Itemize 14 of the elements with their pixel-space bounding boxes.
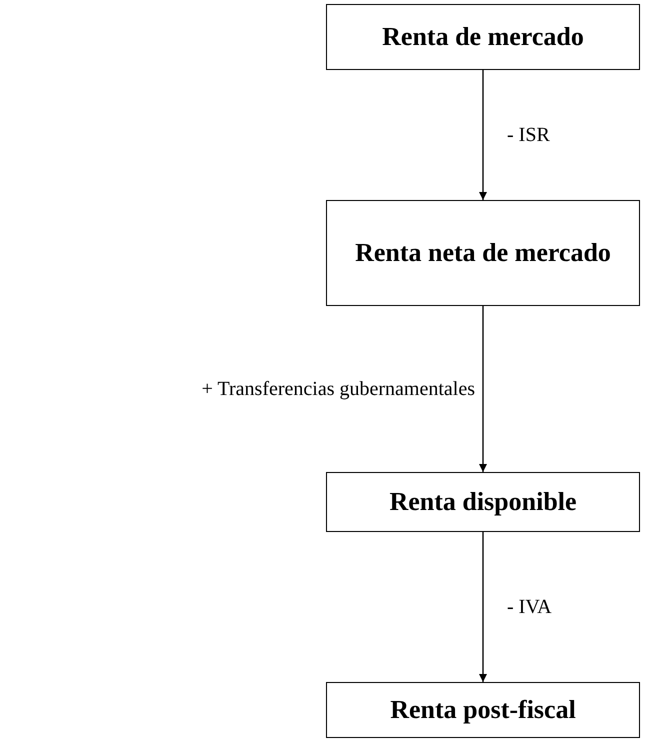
process-box (326, 200, 640, 306)
arrow (479, 532, 487, 682)
arrow (479, 70, 487, 200)
arrow (479, 306, 487, 472)
box-title: Renta de mercado (382, 21, 584, 53)
process-box (326, 472, 640, 532)
edge-label: - ISR (507, 123, 551, 148)
box-title: Renta neta de mercado (355, 237, 611, 269)
edge-label: + Transferencias gubernamentales (200, 377, 475, 402)
box-title: Renta post-fiscal (390, 694, 576, 726)
box-title: Renta disponible (389, 486, 577, 518)
edge-label: - IVA (507, 595, 553, 620)
process-box (326, 682, 640, 738)
process-box (326, 4, 640, 70)
